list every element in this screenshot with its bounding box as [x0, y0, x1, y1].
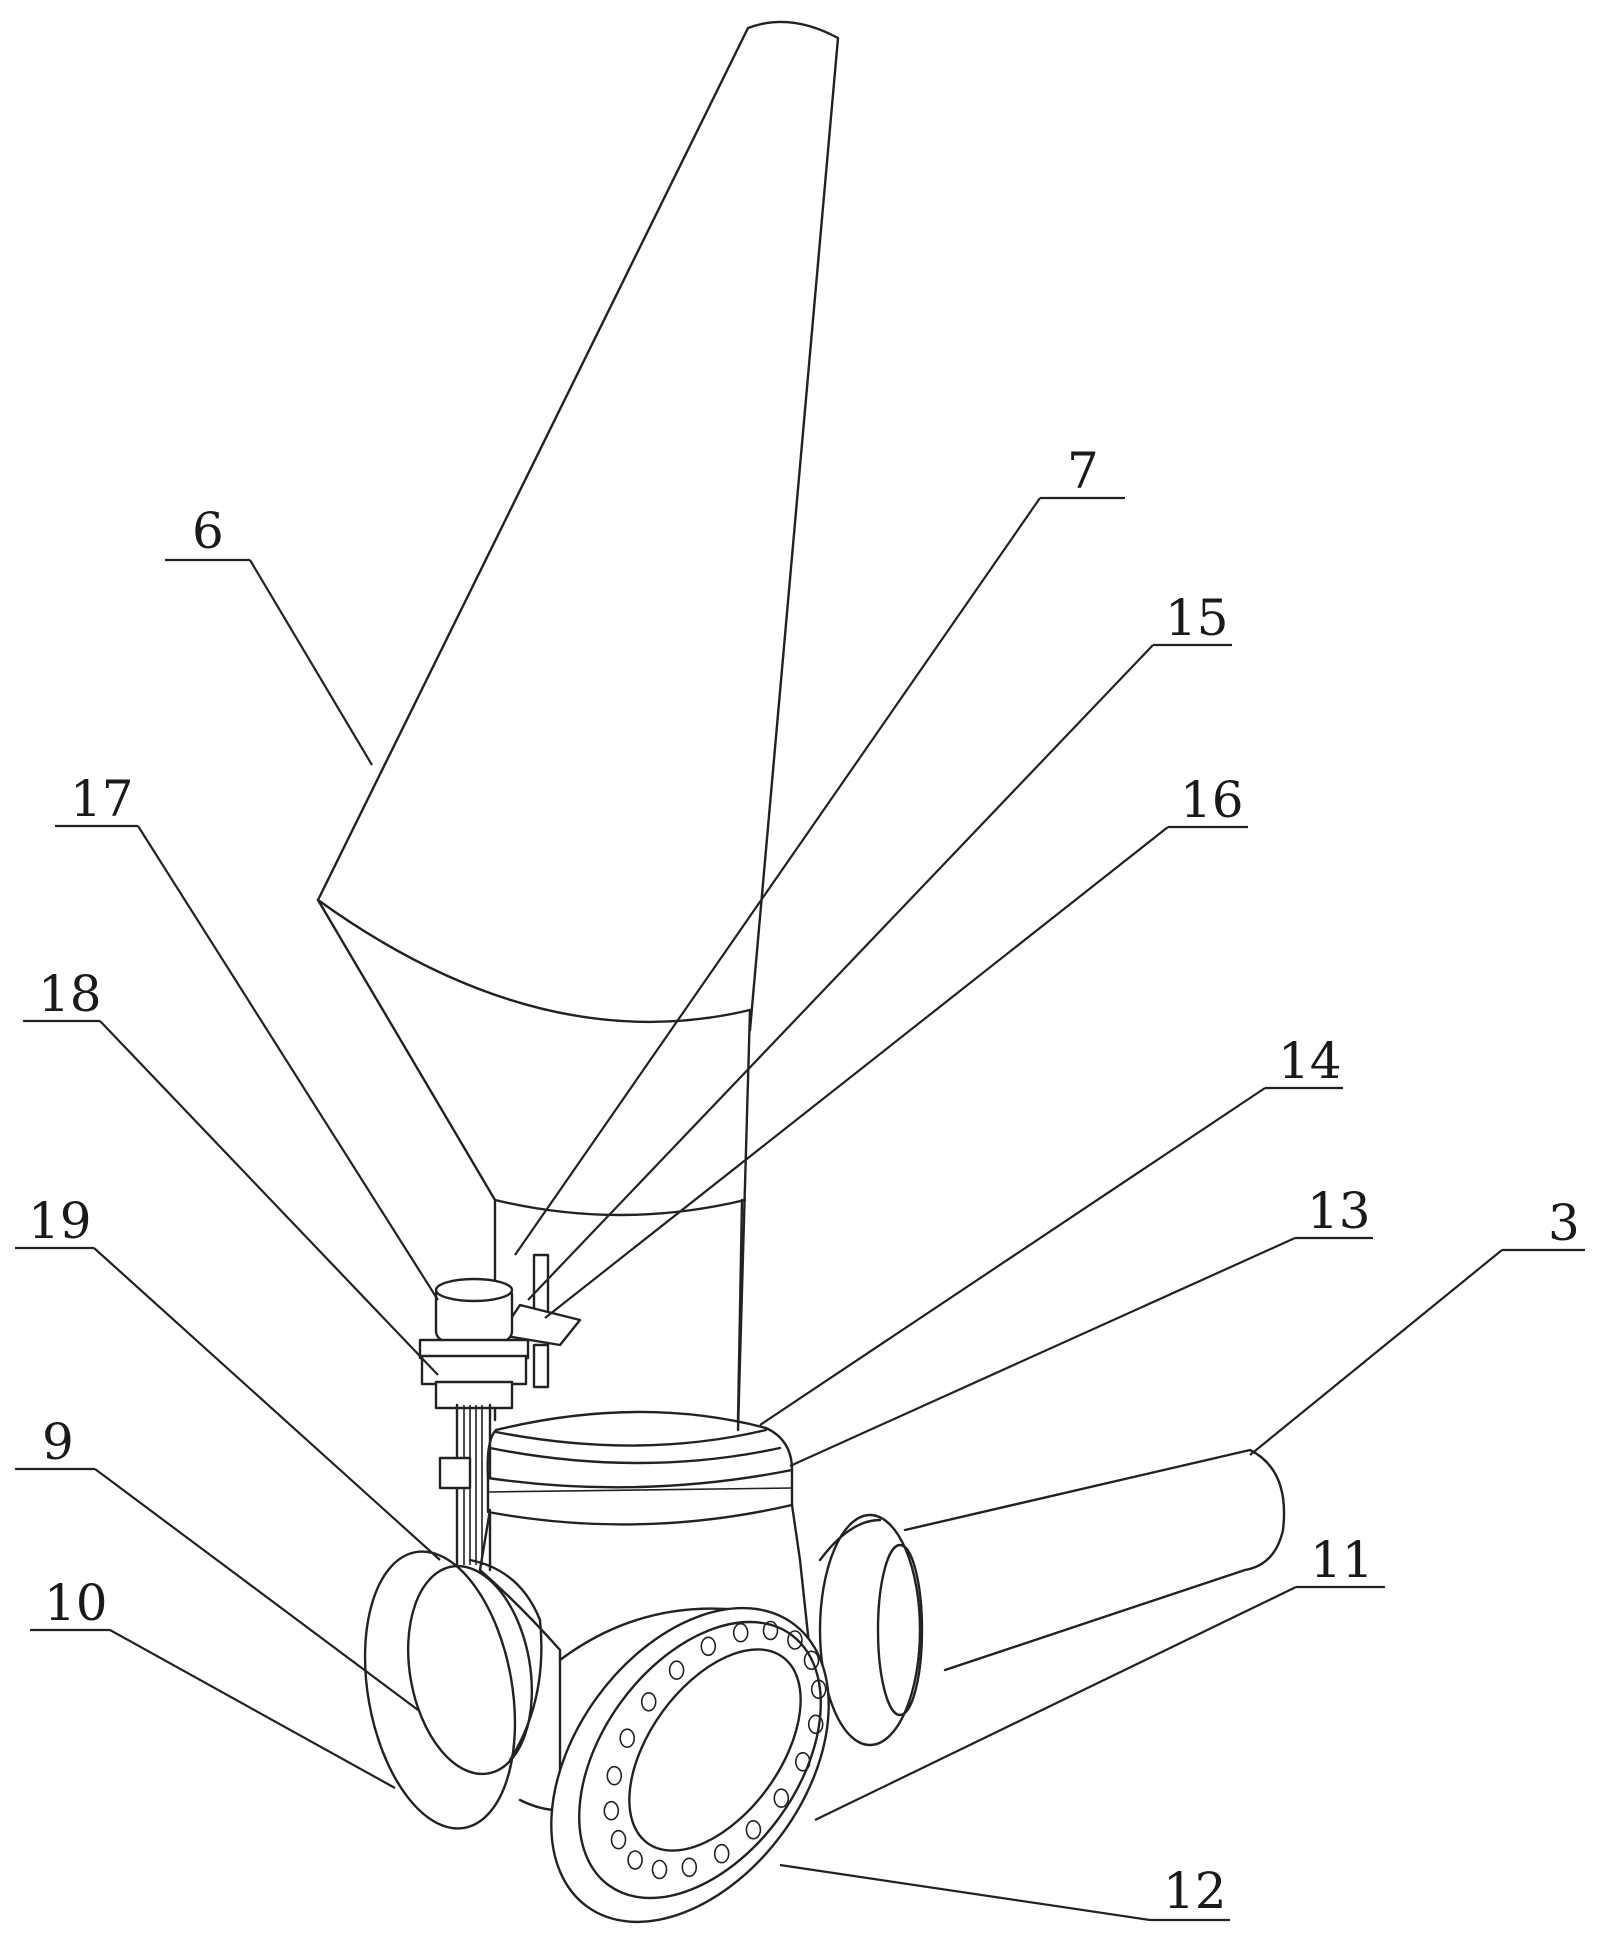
callout-6: 6 — [192, 502, 224, 560]
callout-7: 7 — [1067, 442, 1099, 500]
right-arm — [820, 1450, 1284, 1745]
blade — [318, 22, 838, 1430]
callout-3: 3 — [1548, 1194, 1580, 1252]
callout-13: 13 — [1307, 1182, 1371, 1240]
callout-16: 16 — [1180, 771, 1244, 829]
callout-11: 11 — [1310, 1531, 1374, 1589]
callout-10: 10 — [44, 1574, 108, 1632]
shaft — [440, 1405, 490, 1570]
callout-9: 9 — [42, 1413, 74, 1471]
callout-15: 15 — [1165, 589, 1229, 647]
callout-19: 19 — [28, 1192, 92, 1250]
callout-18: 18 — [38, 965, 102, 1023]
bearing-ring — [488, 1412, 792, 1524]
callout-17: 17 — [70, 770, 134, 828]
left-flange — [345, 1540, 548, 1841]
callout-12: 12 — [1163, 1862, 1227, 1920]
callout-14: 14 — [1278, 1032, 1342, 1090]
